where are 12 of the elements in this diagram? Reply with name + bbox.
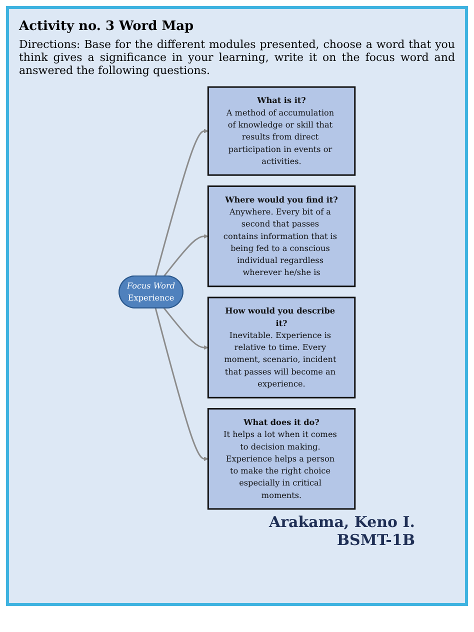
node-box: How would you describe it? Inevitable. Experience is relative to time. Every moment, scenario, incident that passes will become an experience. <box>207 296 356 398</box>
arrow <box>163 234 208 277</box>
arrow <box>154 308 208 462</box>
node-box: Where would you find it? Anywhere. Every bit of a second that passes contains information that is being fed to a conscious individual regardless wherever he/she is <box>207 185 356 288</box>
directions-text: Directions: Base for the different modules presented, choose a word that you think gives a significance in your learning, write it on the focus word and answered the following questions. <box>19 38 455 77</box>
arrow <box>154 128 208 276</box>
signature-text: BSMT-1B <box>336 531 415 549</box>
node-box: What is it? A method of accumulation of knowledge or skill that results from direct participation in events or activities. <box>207 86 356 176</box>
arrow <box>163 308 208 350</box>
title: Activity no. 3 Word Map <box>19 19 195 34</box>
node-box: What does it do? It helps a lot when it comes to decision making. Experience helps a person to make the right choice especially in critical moments. <box>207 408 356 510</box>
signature-text: Arakama, Keno I. <box>268 513 415 531</box>
